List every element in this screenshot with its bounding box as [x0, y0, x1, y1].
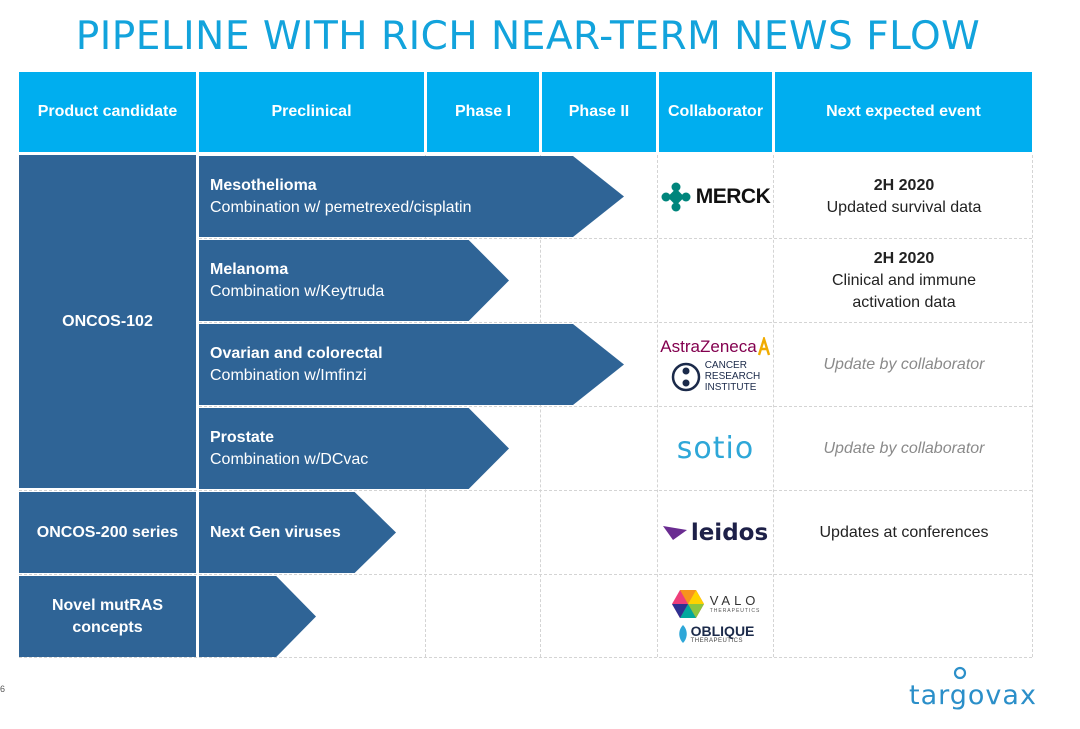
- indication-label: Mesothelioma: [210, 176, 317, 194]
- indication-label: Prostate: [210, 428, 275, 446]
- event-ovarian-colorectal: Update by collaborator: [823, 355, 985, 373]
- pipeline-arrow-mutras: [199, 576, 316, 657]
- cri-icon: [671, 362, 700, 391]
- combination-label: Combination w/DCvac: [210, 450, 369, 468]
- event-melanoma: 2H 2020 Clinical and immune activation d…: [831, 249, 977, 311]
- oblique-icon: [678, 625, 687, 643]
- candidate-mutras: Novel mutRAS concepts: [19, 576, 196, 657]
- pipeline-arrow-ovarian-colorectal: Ovarian and colorectal Combination w/Imf…: [199, 324, 624, 405]
- pipeline-arrow-melanoma: Melanoma Combination w/Keytruda: [199, 240, 509, 321]
- indication-label: Melanoma: [210, 260, 289, 278]
- header-phase-1: Phase I: [427, 72, 539, 152]
- combination-label: Combination w/Keytruda: [210, 282, 385, 300]
- grid-line: [199, 406, 1032, 407]
- grid-line: [19, 574, 1032, 575]
- page-title: PIPELINE WITH RICH NEAR-TERM NEWS FLOW: [75, 14, 981, 59]
- indication-label: Next Gen viruses: [210, 523, 341, 541]
- grid-line: [19, 657, 1032, 658]
- leidos-icon: [662, 525, 687, 540]
- valo-icon: [671, 590, 704, 618]
- header-phase-2: Phase II: [542, 72, 656, 152]
- grid-line: [199, 322, 1032, 323]
- grid-line: [1032, 155, 1033, 657]
- combination-label: Combination w/Imfinzi: [210, 366, 367, 384]
- grid-line: [199, 238, 1032, 239]
- astrazeneca-logo: AstraZeneca: [660, 337, 770, 357]
- valo-oblique-logos: VALO THERAPEUTICS OBLIQUE THERAPEUTICS: [659, 576, 772, 657]
- pipeline-arrow-prostate: Prostate Combination w/DCvac: [199, 408, 509, 489]
- targovax-logo: targovax: [909, 666, 1037, 711]
- event-mesothelioma: 2H 2020 Updated survival data: [826, 176, 982, 216]
- sotio-logo: sotio: [676, 431, 755, 466]
- leidos-logo: leidos: [659, 492, 772, 573]
- merck-logo: MERCK: [659, 156, 772, 237]
- valo-logo: VALO THERAPEUTICS: [671, 589, 761, 619]
- merck-icon: [661, 182, 691, 211]
- astrazeneca-icon: [757, 337, 770, 356]
- event-prostate: Update by collaborator: [823, 439, 985, 457]
- pipeline-arrow-next-gen-viruses: Next Gen viruses: [199, 492, 396, 573]
- targovax-icon: [953, 666, 967, 680]
- grid-line: [19, 490, 1032, 491]
- header-product-candidate: Product candidate: [19, 72, 196, 152]
- indication-label: Ovarian and colorectal: [210, 344, 383, 362]
- header-preclinical: Preclinical: [199, 72, 424, 152]
- cancer-research-institute-logo: CANCER RESEARCH INSTITUTE: [671, 360, 760, 393]
- page-number: 6: [0, 684, 6, 694]
- header-collaborator: Collaborator: [659, 72, 772, 152]
- pipeline-arrow-mesothelioma: Mesothelioma Combination w/ pemetrexed/c…: [199, 156, 624, 237]
- candidate-oncos-102: ONCOS-102: [19, 155, 196, 488]
- combination-label: Combination w/ pemetrexed/cisplatin: [210, 198, 472, 216]
- oblique-logo: OBLIQUE THERAPEUTICS: [677, 624, 754, 644]
- candidate-oncos-200: ONCOS-200 series: [19, 492, 196, 573]
- astrazeneca-cri-logos: AstraZeneca CANCER RESEARCH INSTITUTE: [659, 324, 772, 406]
- event-next-gen-viruses: Updates at conferences: [819, 523, 989, 541]
- header-next-event: Next expected event: [775, 72, 1032, 152]
